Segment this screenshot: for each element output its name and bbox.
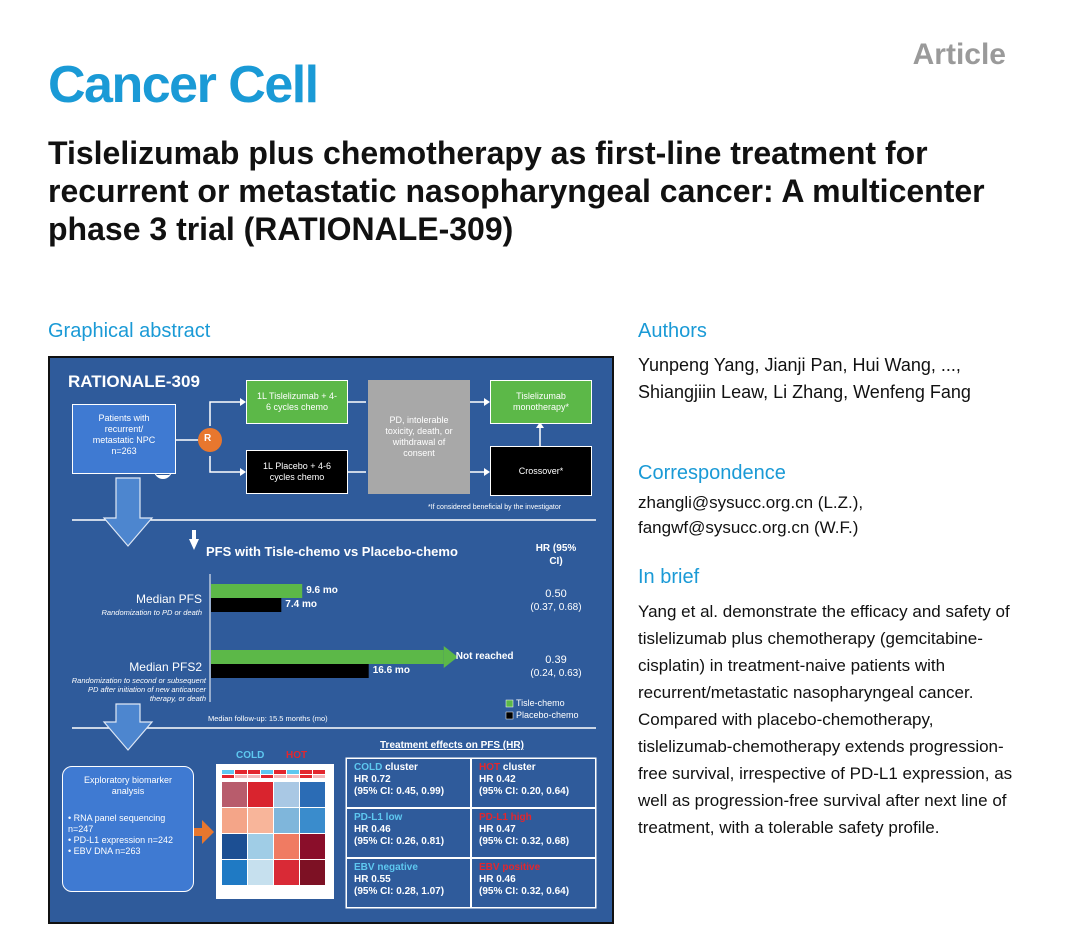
journal-name: Cancer Cell <box>48 56 319 114</box>
authors-heading: Authors <box>638 320 707 342</box>
biomarker-heading: Exploratory biomarker analysis <box>83 775 173 796</box>
legend-swatch-tisle <box>505 699 514 708</box>
heatmap-cell <box>300 860 325 885</box>
heatmap-annotation <box>287 775 299 778</box>
heatmap-annotation <box>222 770 234 774</box>
in-brief-text: Yang et al. demonstrate the efficacy and… <box>638 602 1013 837</box>
heatmap-annotation <box>300 770 312 774</box>
arm-placebo-box: 1L Placebo + 4-6 cycles chemo <box>246 450 348 494</box>
randomization-label: R <box>204 433 212 444</box>
crossover-box: Crossover* <box>490 446 592 496</box>
monotherapy-box: Tislelizumab monotherapy* <box>490 380 592 424</box>
heatmap-cell <box>222 782 247 807</box>
article-label: Article <box>912 38 1006 71</box>
heatmap-cell <box>248 808 273 833</box>
bar-label-tisle: Not reached <box>455 651 514 662</box>
graphical-abstract-heading: Graphical abstract <box>48 320 211 342</box>
biomarker-item: • PD-L1 expression n=242 <box>68 835 173 845</box>
heatmap-annotation <box>235 770 247 774</box>
heatmap-annotation <box>274 770 286 774</box>
median-pfs2-label: Median PFS2 <box>129 660 202 674</box>
heatmap-cell <box>300 834 325 859</box>
event-box: PD, intolerable toxicity, death, or with… <box>368 380 470 494</box>
heatmap-annotation <box>261 770 273 774</box>
in-brief-heading: In brief <box>638 566 700 588</box>
randomization-circle <box>198 428 222 452</box>
arm-tislelizumab-box: 1L Tislelizumab + 4-6 cycles chemo <box>246 380 348 424</box>
graphical-abstract: RATIONALE-309 Patients with recurrent/ m… <box>48 356 614 924</box>
heatmap-cell <box>222 860 247 885</box>
bar-placebo <box>211 598 282 612</box>
hr-column-heading: HR (95% CI) <box>535 543 577 567</box>
heatmap-cell <box>274 834 299 859</box>
biomarker-box: Exploratory biomarker analysis • RNA pan… <box>62 766 194 892</box>
heatmap-cell <box>274 808 299 833</box>
bar-label-tisle: 9.6 mo <box>306 585 338 596</box>
bar-label-placebo: 7.4 mo <box>285 599 317 610</box>
heatmap-cell <box>248 834 273 859</box>
heatmap-annotation <box>222 775 234 778</box>
heatmap-cell <box>300 808 325 833</box>
median-pfs-label: Median PFS <box>135 592 202 606</box>
footnote: *If considered beneficial by the investi… <box>428 504 562 511</box>
heatmap-cell <box>274 782 299 807</box>
median-pfs2-sublabel: Randomization to second or subsequent PD… <box>71 676 206 703</box>
bar-arrowhead <box>443 646 458 668</box>
pfs-chart-title: PFS with Tisle-chemo vs Placebo-chemo <box>206 544 458 559</box>
heatmap-annotation <box>287 770 299 774</box>
abstract-graphics <box>72 398 597 909</box>
pfs2-hr: 0.39 <box>545 654 567 666</box>
correspondence-email-1[interactable]: zhangli@sysucc.org.cn (L.Z.), <box>638 493 864 512</box>
heatmap-cell <box>300 782 325 807</box>
biomarker-item: • EBV DNA n=263 <box>68 846 141 856</box>
article-title: Tislelizumab plus chemotherapy as first-… <box>48 135 985 247</box>
abstract-title: RATIONALE-309 <box>68 372 200 391</box>
bar-tisle <box>211 650 444 664</box>
correspondence-heading: Correspondence <box>638 462 786 484</box>
legend-placebo: Placebo-chemo <box>516 710 579 720</box>
heatmap-annotation <box>261 775 273 778</box>
heatmap-annotation <box>235 775 247 778</box>
heatmap-annotation <box>300 775 312 778</box>
authors-list: Yunpeng Yang, Jianji Pan, Hui Wang, ...,… <box>638 355 971 402</box>
heatmap-cell <box>248 860 273 885</box>
heatmap-cell <box>222 834 247 859</box>
follow-up-note: Median follow-up: 15.5 months (mo) <box>208 714 328 723</box>
correspondence: zhangli@sysucc.org.cn (L.Z.), fangwf@sys… <box>638 490 863 540</box>
heatmap-cell <box>222 808 247 833</box>
correspondence-email-2[interactable]: fangwf@sysucc.org.cn (W.F.) <box>638 518 859 537</box>
bar-tisle <box>211 584 303 598</box>
median-pfs-sublabel: Randomization to PD or death <box>101 608 202 617</box>
hot-label: HOT <box>286 750 308 761</box>
orange-arrow <box>190 820 214 844</box>
heatmap-annotation <box>248 770 260 774</box>
legend-swatch-placebo <box>505 711 514 720</box>
pfs2-ci: (0.24, 0.63) <box>530 668 582 679</box>
patients-box: Patients with recurrent/ metastatic NPC … <box>72 404 176 474</box>
bar-label-placebo: 16.6 mo <box>372 665 410 676</box>
heatmap-annotation <box>274 775 286 778</box>
effects-title: Treatment effects on PFS (HR) <box>380 740 524 751</box>
biomarker-item: • RNA panel sequencing n=247 <box>68 813 166 834</box>
heatmap-annotation <box>248 775 260 778</box>
pfs-ci: (0.37, 0.68) <box>530 602 582 613</box>
heatmap-cell <box>274 860 299 885</box>
heatmap-annotation <box>313 775 325 778</box>
pfs-hr: 0.50 <box>545 588 567 600</box>
cold-label: COLD <box>236 750 265 761</box>
bar-placebo <box>211 664 369 678</box>
heatmap-annotation <box>313 770 325 774</box>
heatmap-cell <box>248 782 273 807</box>
legend-tisle: Tisle-chemo <box>516 698 565 708</box>
